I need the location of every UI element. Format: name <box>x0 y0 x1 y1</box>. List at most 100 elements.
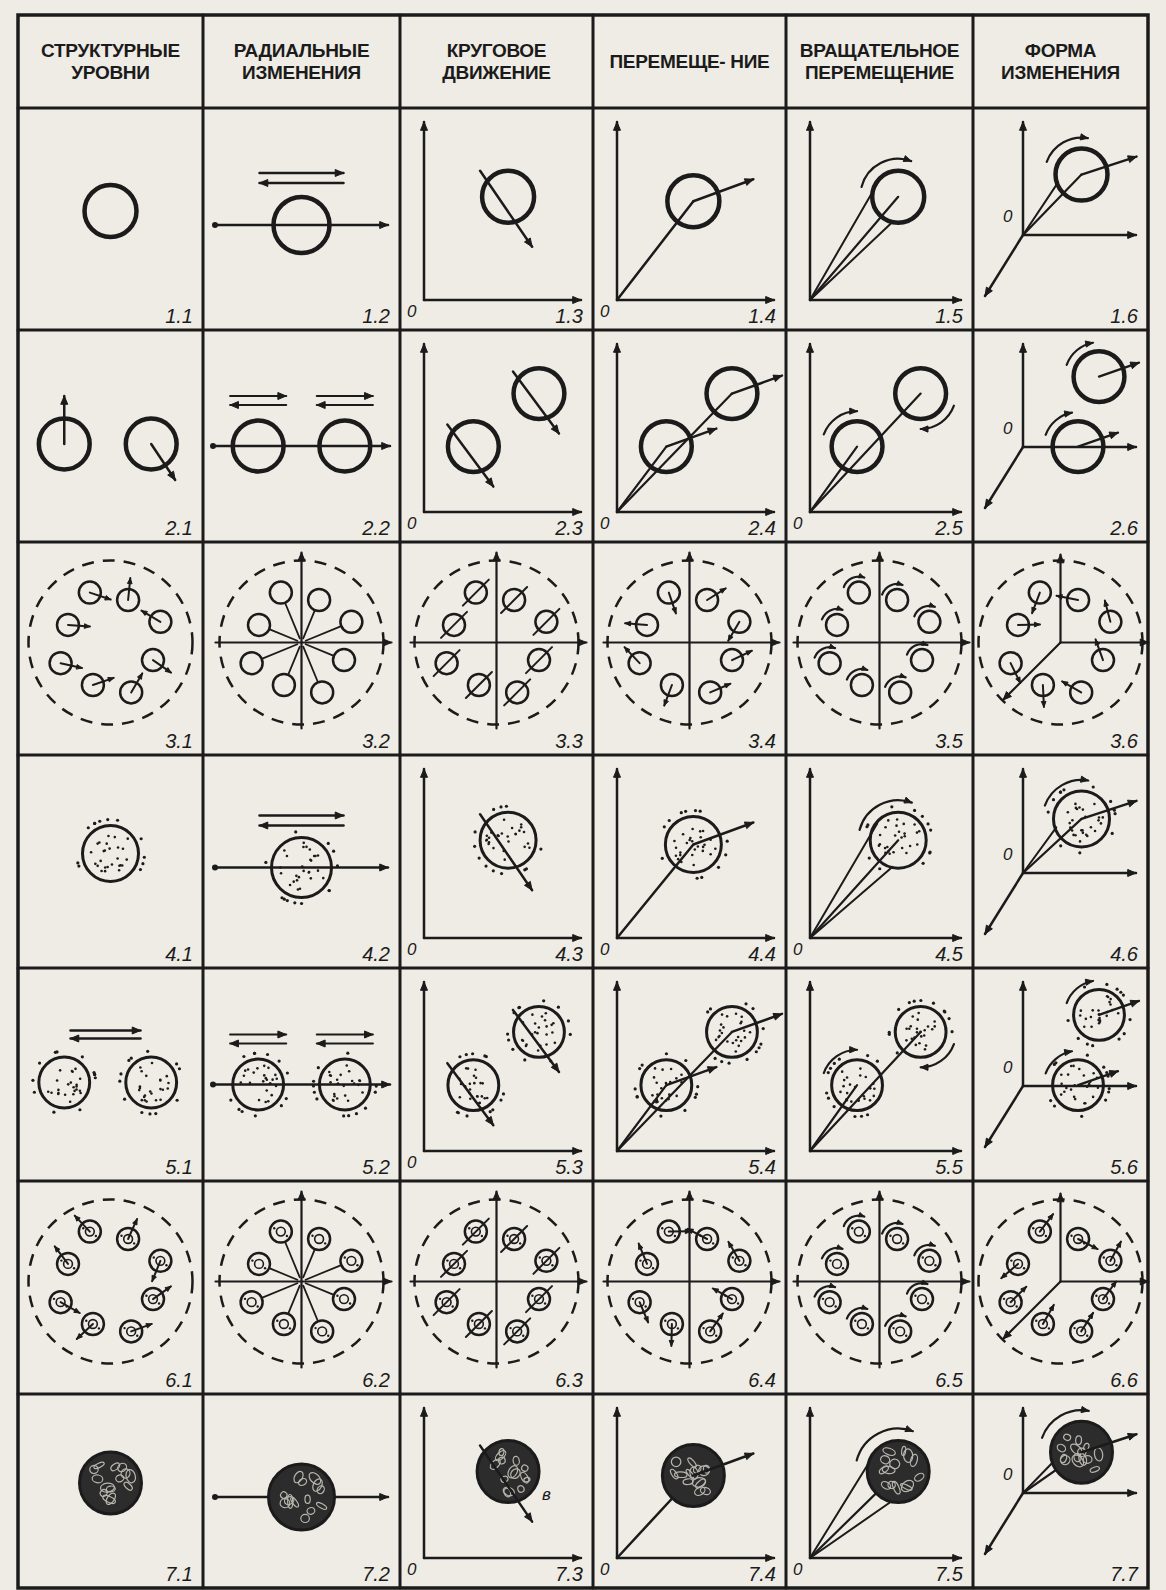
axis-origin: 0 <box>407 941 416 959</box>
stipple-dot <box>829 1067 832 1070</box>
stipple-dot <box>922 862 925 865</box>
stipple-dot <box>346 1052 349 1055</box>
stipple-dot <box>1095 1295 1097 1297</box>
stipple-dot <box>74 1068 77 1071</box>
stipple-dot <box>909 1025 912 1028</box>
stipple-dot <box>1071 829 1074 832</box>
group-boundary <box>29 1200 193 1364</box>
sketch-line <box>1040 1214 1053 1232</box>
stipple-dot <box>888 1031 891 1034</box>
structure-core <box>893 1235 902 1244</box>
stipple-dot <box>523 831 526 834</box>
sketch-line <box>501 587 527 613</box>
stipple-dot <box>859 1067 862 1070</box>
stipple-dot <box>141 1099 144 1102</box>
sketch-line <box>285 603 300 639</box>
stipple-dot <box>722 1026 725 1029</box>
table-grid <box>18 15 1148 1588</box>
arrow-head <box>850 408 857 414</box>
sketch-line <box>152 1261 160 1281</box>
structure-circle <box>333 649 355 671</box>
sketch-line <box>1082 1434 1137 1452</box>
structure-circle <box>269 1464 335 1530</box>
sketch-line <box>61 1302 80 1313</box>
arrow-head <box>61 396 68 404</box>
arrow-head <box>806 769 813 777</box>
rotation-arrow <box>824 1050 857 1073</box>
structure-circle <box>273 1313 295 1335</box>
stipple-dot <box>641 1063 644 1066</box>
arrow-head <box>961 639 969 646</box>
structure-circle <box>477 1441 539 1503</box>
structure-circle <box>514 368 565 419</box>
stipple-dot <box>1097 1009 1100 1012</box>
sketch-line <box>710 1313 723 1331</box>
arrow-head <box>298 1192 305 1200</box>
arrow-head <box>165 1286 171 1291</box>
texture-cell <box>683 1478 694 1485</box>
sketch-line <box>666 429 716 447</box>
stipple-dot <box>927 1302 929 1304</box>
arrow-head <box>985 1545 992 1554</box>
sketch-line <box>616 769 619 938</box>
stipple-dot <box>909 845 912 848</box>
stipple-dot <box>82 1227 84 1229</box>
stipple-dot <box>866 1054 869 1057</box>
stipple-dot <box>375 1084 378 1087</box>
sketch-line <box>513 1010 559 1072</box>
stipple-dot <box>653 1100 656 1103</box>
arrow-head <box>1092 1244 1098 1249</box>
cell-sketch <box>212 169 388 253</box>
stipple-dot <box>328 1071 331 1074</box>
stipple-dot <box>130 1057 133 1060</box>
stipple-dot <box>1073 1327 1075 1329</box>
structure-circle <box>308 1228 330 1250</box>
cell-number: 5.3 <box>555 1156 583 1178</box>
cell-sketch <box>985 979 1139 1147</box>
arrow-head <box>486 478 494 487</box>
stipple-dot <box>301 865 304 868</box>
stipple-dot <box>1090 1025 1093 1028</box>
stipple-dot <box>679 854 682 857</box>
stipple-dot <box>149 1090 152 1093</box>
arrow-head <box>1081 1406 1089 1412</box>
column-header: ФОРМА ИЗМЕНЕНИЯ <box>977 40 1144 84</box>
cell-number: 2.2 <box>362 517 390 539</box>
stipple-dot <box>175 1062 178 1065</box>
arrow-head <box>573 934 581 941</box>
stipple-dot <box>314 1327 316 1329</box>
texture-cell <box>693 1485 706 1497</box>
stipple-dot <box>751 1007 754 1010</box>
stipple-dot <box>1078 806 1081 809</box>
arrow-head <box>486 1116 494 1125</box>
stipple-dot <box>502 1092 505 1095</box>
stipple-dot <box>651 1094 654 1097</box>
sketch-line <box>288 1286 300 1314</box>
sketch-line <box>526 647 552 673</box>
rotation-arrow <box>1067 343 1093 365</box>
structure-circle <box>480 812 536 868</box>
structure-circle <box>826 1253 848 1275</box>
cell-number: 7.1 <box>165 1563 193 1585</box>
stipple-dot <box>244 1069 247 1072</box>
stipple-dot <box>762 1027 765 1030</box>
cell-number: 4.3 <box>555 943 583 965</box>
stipple-dot <box>519 1242 521 1244</box>
cell-number: 3.2 <box>362 730 390 752</box>
arrow-head <box>260 179 268 186</box>
stipple-dot <box>1109 1003 1112 1006</box>
stipple-dot <box>1070 1235 1072 1237</box>
arrow-head <box>1128 231 1136 238</box>
sketch-line <box>617 201 693 300</box>
structure-circle <box>233 1059 284 1110</box>
stipple-dot <box>661 857 664 860</box>
stipple-dot <box>347 1114 350 1117</box>
arrow-head <box>1003 692 1011 700</box>
stipple-dot <box>1115 1264 1117 1266</box>
sketch-line <box>794 1280 970 1282</box>
stipple-dot <box>1097 819 1100 822</box>
stipple-dot <box>145 1295 147 1297</box>
sketch-line <box>985 1493 1023 1554</box>
arrow-head <box>1128 443 1136 450</box>
arrow-head <box>230 1040 238 1047</box>
